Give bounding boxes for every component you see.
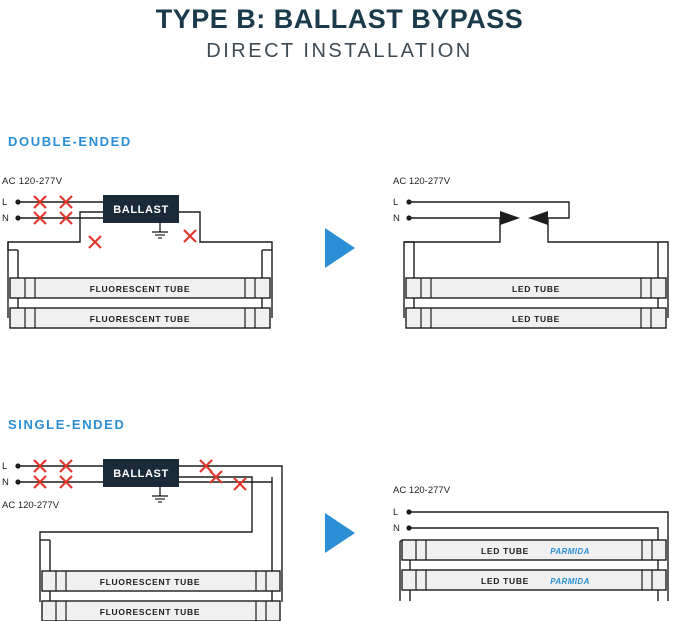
fluorescent-tube-se-2: [41, 600, 281, 621]
led-tube-se-1: [401, 539, 667, 561]
fluorescent-tube-de-1: [9, 277, 271, 299]
cross-mark-de-left-5: [87, 234, 103, 250]
neutral-label-de-left: N: [2, 213, 9, 224]
page-title: TYPE B: BALLAST BYPASS: [155, 4, 524, 34]
cross-mark-se-left-7: [232, 476, 248, 492]
single-ended-left-diagram: L N AC 120-277V BALLAST FLUORESCENT T: [2, 458, 283, 621]
double-ended-right-diagram: AC 120-277V L N LED TUBE: [393, 176, 669, 329]
line-label-de-left: L: [2, 197, 7, 208]
single-ended-flow-arrow: [325, 513, 355, 553]
neutral-label-se-right: N: [393, 523, 400, 534]
neutral-label-se-left: N: [2, 477, 9, 488]
fluorescent-tube-se-1: [41, 570, 281, 592]
line-label-se-right: L: [393, 507, 398, 518]
double-ended-left-diagram: AC 120-277V L N BALLAST: [2, 176, 273, 329]
brand-label-se-2: PARMIDA: [550, 577, 590, 586]
neutral-label-de-right: N: [393, 213, 400, 224]
ballast-label-se-left: BALLAST: [113, 468, 169, 480]
ballast-label-de-left: BALLAST: [113, 204, 169, 216]
tube-label-de-right-1: LED TUBE: [512, 284, 560, 294]
ballast-box-de-left: [103, 195, 179, 223]
tube-label-de-2: FLUORESCENT TUBE: [90, 314, 190, 324]
supply-label-de-right: AC 120-277V: [393, 176, 451, 187]
wire-connector-right: [528, 211, 548, 225]
double-ended-flow-arrow: [325, 228, 355, 268]
section-label-double-ended: DOUBLE-ENDED: [8, 134, 132, 149]
tube-label-se-right-2: LED TUBE: [481, 576, 529, 586]
supply-label-se-right: AC 120-277V: [393, 485, 451, 496]
tube-label-de-right-2: LED TUBE: [512, 314, 560, 324]
ballast-box-se-left: [103, 459, 179, 487]
single-ended-right-diagram: AC 120-277V L N LED TUBE PARMIDA LED TUB…: [393, 485, 669, 601]
page-subtitle: DIRECT INSTALLATION: [206, 40, 473, 62]
line-label-se-left: L: [2, 461, 7, 472]
tube-label-se-2: FLUORESCENT TUBE: [100, 607, 200, 617]
led-tube-de-1: [405, 277, 667, 299]
led-tube-de-2: [405, 307, 667, 329]
supply-label-de-left: AC 120-277V: [2, 176, 63, 187]
tube-label-de-1: FLUORESCENT TUBE: [90, 284, 190, 294]
line-label-de-right: L: [393, 197, 398, 208]
brand-label-se-1: PARMIDA: [550, 547, 590, 556]
tube-label-se-1: FLUORESCENT TUBE: [100, 577, 200, 587]
cross-mark-de-left-6: [182, 228, 198, 244]
supply-label-se-left: AC 120-277V: [2, 500, 60, 511]
fluorescent-tube-de-2: [9, 307, 271, 329]
led-tube-se-2: [401, 569, 667, 591]
wire-connector-left: [500, 211, 520, 225]
tube-label-se-right-1: LED TUBE: [481, 546, 529, 556]
section-label-single-ended: SINGLE-ENDED: [8, 417, 126, 432]
